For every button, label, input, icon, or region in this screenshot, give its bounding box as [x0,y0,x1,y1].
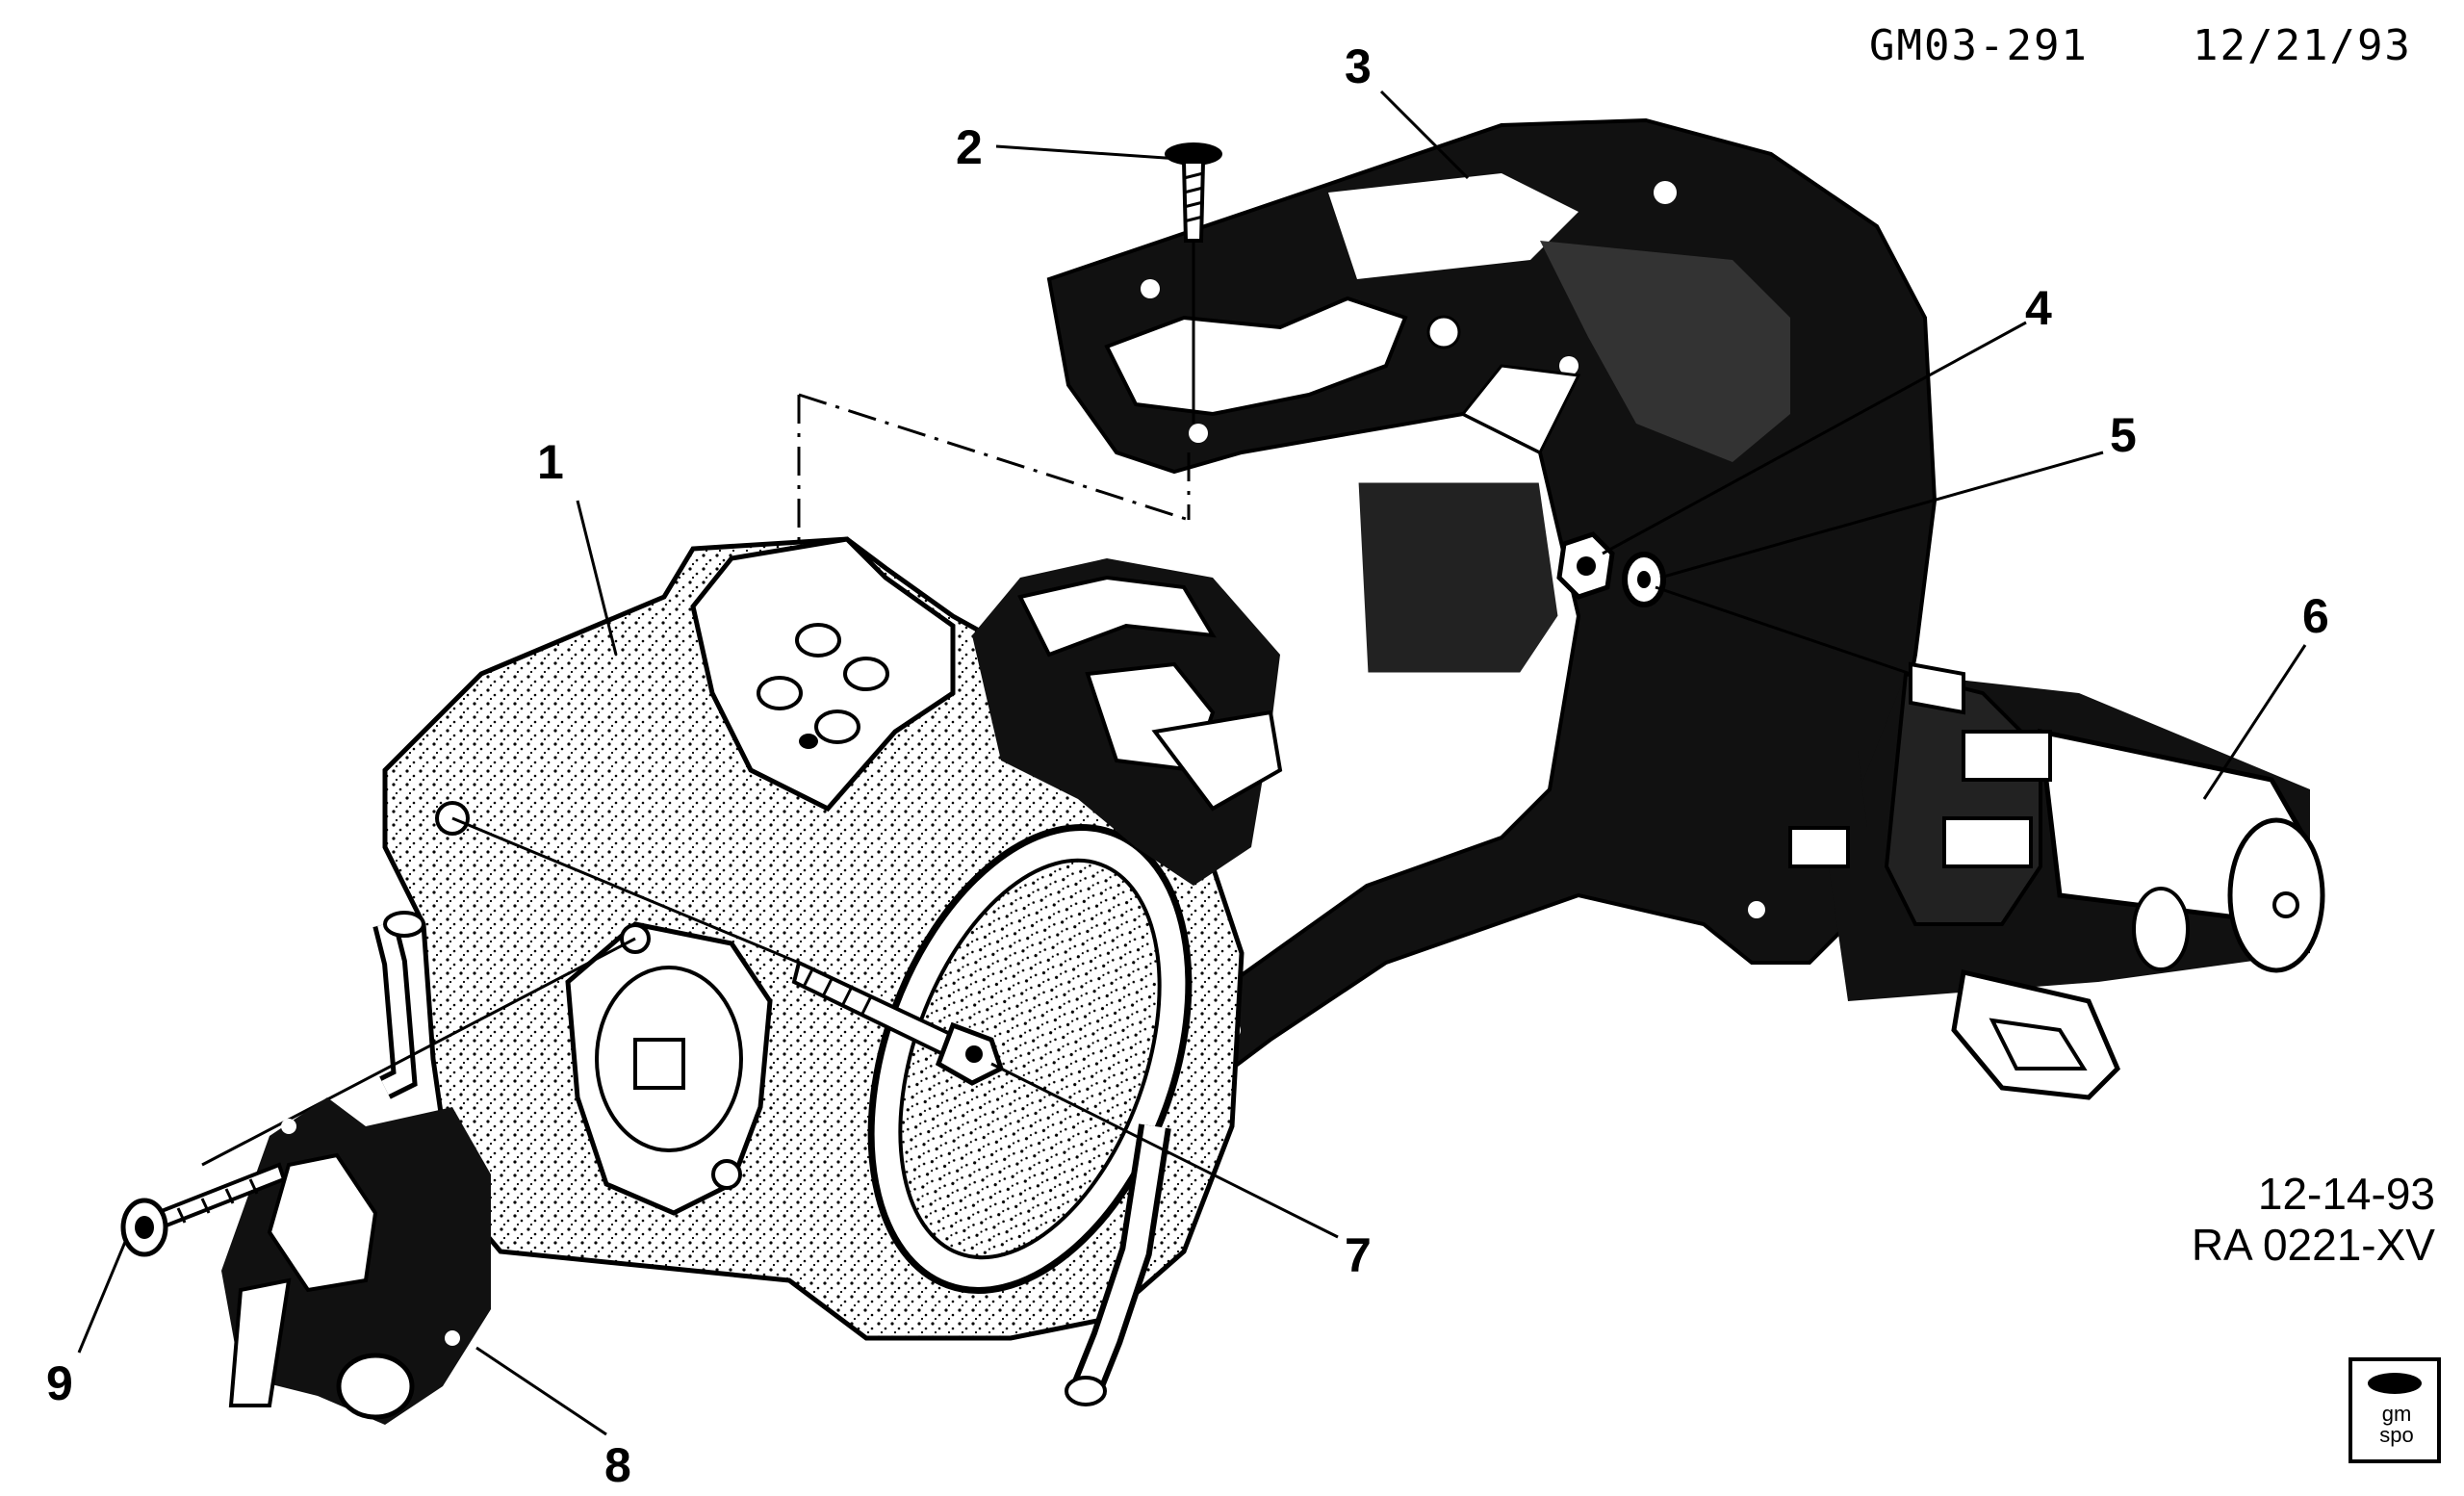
bolt-axis-line [451,816,800,965]
air-inlet-bellows [972,558,1283,886]
long-bolt [791,960,1005,1086]
idle-air-control-valve [1713,661,2325,1100]
callout-8: 8 [604,1438,631,1492]
drawing-code: GM03-291 [1869,21,2089,70]
drawing-date: 12/21/93 [2193,21,2412,70]
logo-oval [2368,1373,2422,1394]
callout-4: 4 [2025,281,2052,335]
leader-lines [77,90,2307,1436]
mounting-bracket [1046,117,1938,1101]
callout-7: 7 [1345,1228,1372,1282]
logo-text-spo: spo [2379,1423,2414,1447]
vacuum-pipes [372,911,1171,1406]
screw [1165,142,1222,243]
throttle-position-sensor [221,1097,491,1425]
gm-spo-logo: gm spo [2348,1357,2441,1463]
iac-screw-line [1655,585,1912,676]
callout-3: 3 [1345,39,1372,93]
logo-text: gm spo [2370,1404,2424,1446]
callout-2: 2 [956,120,983,174]
tps-screw-line [201,937,636,1167]
small-screw [120,1162,287,1257]
callout-5: 5 [2110,408,2137,462]
callout-6: 6 [2302,589,2329,643]
stamp-date: 12-14-93 [2257,1169,2435,1219]
stamp-ref: RA 0221-XV [2191,1220,2435,1270]
washer [1622,552,1666,607]
callout-9: 9 [46,1356,73,1410]
nut [1556,531,1615,600]
callout-1: 1 [537,435,564,489]
logo-text-gm: gm [2381,1402,2412,1426]
